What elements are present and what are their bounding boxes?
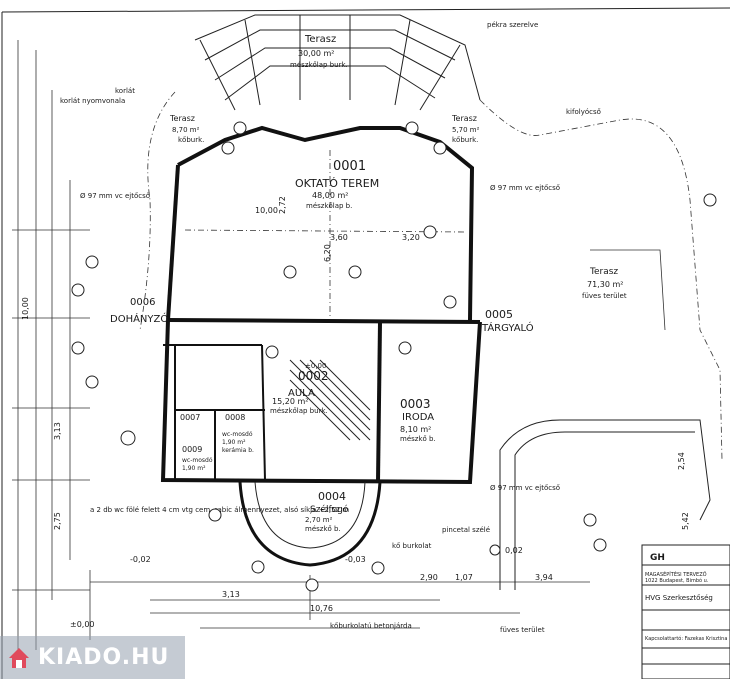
teaching-room-floor: mészkőlap b. <box>306 201 352 210</box>
wc2-number: 0008 <box>225 413 245 422</box>
smoking-number: 0006 <box>130 297 155 308</box>
windbreak-name: Szélfogó <box>310 504 349 515</box>
windbreak-floor: mészkő b. <box>305 524 341 533</box>
title-block-line2: 1022 Budapest, Bimbó u. <box>645 577 709 584</box>
level-right: 0,02 <box>505 546 523 555</box>
house-icon <box>9 647 29 668</box>
meeting-number: 0005 <box>485 308 513 321</box>
nw-terrace-name: Terasz <box>169 114 195 123</box>
watermark-text: KIADO.HU <box>38 645 170 670</box>
dim-620: 6,20 <box>323 244 332 262</box>
dim-left-313: 3,13 <box>53 422 62 440</box>
office-floor: mészkő b. <box>400 434 436 443</box>
watermark: KIADO.HU <box>0 636 185 679</box>
east-terrace-area: 71,30 m² <box>587 280 623 289</box>
dim-bottom-1076: 10,76 <box>310 604 333 613</box>
level-left-2: -0,02 <box>130 555 151 564</box>
nw-terrace-area: 8,70 m² <box>172 126 200 134</box>
title-block-line3: HVG Szerkesztőség <box>645 593 713 602</box>
wc1-number: 0007 <box>180 413 200 422</box>
building-walls <box>160 125 482 567</box>
cellar-label: pincetal szélé <box>442 526 490 534</box>
aula-level: ±0,00 <box>305 362 326 370</box>
downpipe-label-right: Ø 97 mm vc ejtőcső <box>490 183 560 192</box>
dim-left-275: 2,75 <box>53 512 62 530</box>
downpipe-label-left: Ø 97 mm vc ejtőcső <box>80 191 150 200</box>
dim-left-10m: 10,00 <box>21 297 30 320</box>
dim-bottom-313-left: 3,13 <box>222 590 240 599</box>
railing-label: korlát <box>115 87 135 95</box>
dim-right-542: 5,42 <box>681 512 690 530</box>
left-dimension-lines: 10,00 3,13 2,75 <box>12 40 90 650</box>
ne-terrace-name: Terasz <box>451 114 477 123</box>
teaching-room-area: 48,00 m² <box>312 191 348 200</box>
wc2-name: wc-mosdó <box>222 431 253 438</box>
east-terrace-floor: füves terület <box>582 292 627 300</box>
aula-name: AULA <box>288 388 315 399</box>
level-left: ±0,00 <box>70 620 95 629</box>
east-terrace: Terasz 71,30 m² füves terület füves terü… <box>499 249 711 634</box>
office-number: 0003 <box>400 397 431 411</box>
dim-right-254: 2,54 <box>677 452 686 470</box>
dim-272: 2,72 <box>278 196 287 214</box>
title-block-line1: MAGASÉPÍTÉSI TERVEZŐ <box>645 570 707 578</box>
windbreak-number: 0004 <box>318 490 346 503</box>
teaching-room-number: 0001 <box>333 159 366 174</box>
wc3-name: wc-mosdó <box>182 457 213 464</box>
ne-terrace-area: 5,70 m² <box>452 126 480 134</box>
dim-bottom-394: 3,94 <box>535 573 553 582</box>
pipe-top-label: pékra szerelve <box>487 21 538 29</box>
smoking-name: DOHÁNYZÓ <box>110 312 168 325</box>
office-area: 8,10 m² <box>400 425 431 434</box>
aula-floor: mészkőlap burk. <box>270 406 328 415</box>
wc-note: a 2 db wc fölé felett 4 cm vtg cem. rabi… <box>90 506 349 514</box>
wc3-area: 1,90 m² <box>182 465 206 472</box>
stone-paving-label: kő burkolat <box>392 541 432 550</box>
north-terrace-area: 30,00 m² <box>298 49 334 58</box>
east-terrace-name: Terasz <box>589 267 618 277</box>
dim-bottom-290: 2,90 <box>420 573 438 582</box>
aula-number: 0002 <box>298 369 329 383</box>
dim-teaching-width: 10,00 <box>255 206 278 215</box>
ne-terrace-floor: kőburk. <box>452 135 478 144</box>
level-entrance: -0,03 <box>345 555 366 564</box>
grass-label: füves terület <box>500 626 545 634</box>
title-block-logo: GH <box>650 553 665 563</box>
bottom-dimension-lines: 3,13 2,90 3,94 1,07 10,76 <box>89 570 590 640</box>
windbreak-area: 2,70 m² <box>305 516 333 524</box>
dim-bottom-107: 1,07 <box>455 573 473 582</box>
nw-terrace-floor: kőburk. <box>178 135 204 144</box>
exit-pipe-label: kifolyócső <box>566 107 601 116</box>
railing-left: korlát korlát nyomvonala kifolyócső pékr… <box>60 21 723 461</box>
north-terrace: Terasz 30,00 m² mészkőlap burk. <box>194 14 481 111</box>
downpipe-label-bottom: Ø 97 mm vc ejtőcső <box>490 483 560 492</box>
title-block-line4: Kapcsolattartó: Fazekas Krisztina <box>645 635 727 642</box>
wc2-area: 1,90 m² <box>222 439 246 446</box>
north-terrace-floor: mészkőlap burk. <box>290 60 348 69</box>
office-name: IRODA <box>402 412 434 423</box>
curb-line-label: korlát nyomvonala <box>60 97 125 105</box>
meeting-name: TÁRGYALÓ <box>481 321 534 334</box>
aula-area: 15,20 m² <box>272 397 308 406</box>
north-terrace-name: Terasz <box>304 34 336 45</box>
teaching-room-name: OKTATÓ TEREM <box>295 177 379 190</box>
wc3-number: 0009 <box>182 445 202 454</box>
dim-360: 3,60 <box>330 233 348 242</box>
dim-320: 3,20 <box>402 233 420 242</box>
wc2-floor: kerámia b. <box>222 447 254 454</box>
detail-markers <box>71 121 717 592</box>
title-block: GH MAGASÉPÍTÉSI TERVEZŐ 1022 Budapest, B… <box>641 544 730 679</box>
walkway-label: kőburkolatú betonjárda <box>330 621 412 630</box>
